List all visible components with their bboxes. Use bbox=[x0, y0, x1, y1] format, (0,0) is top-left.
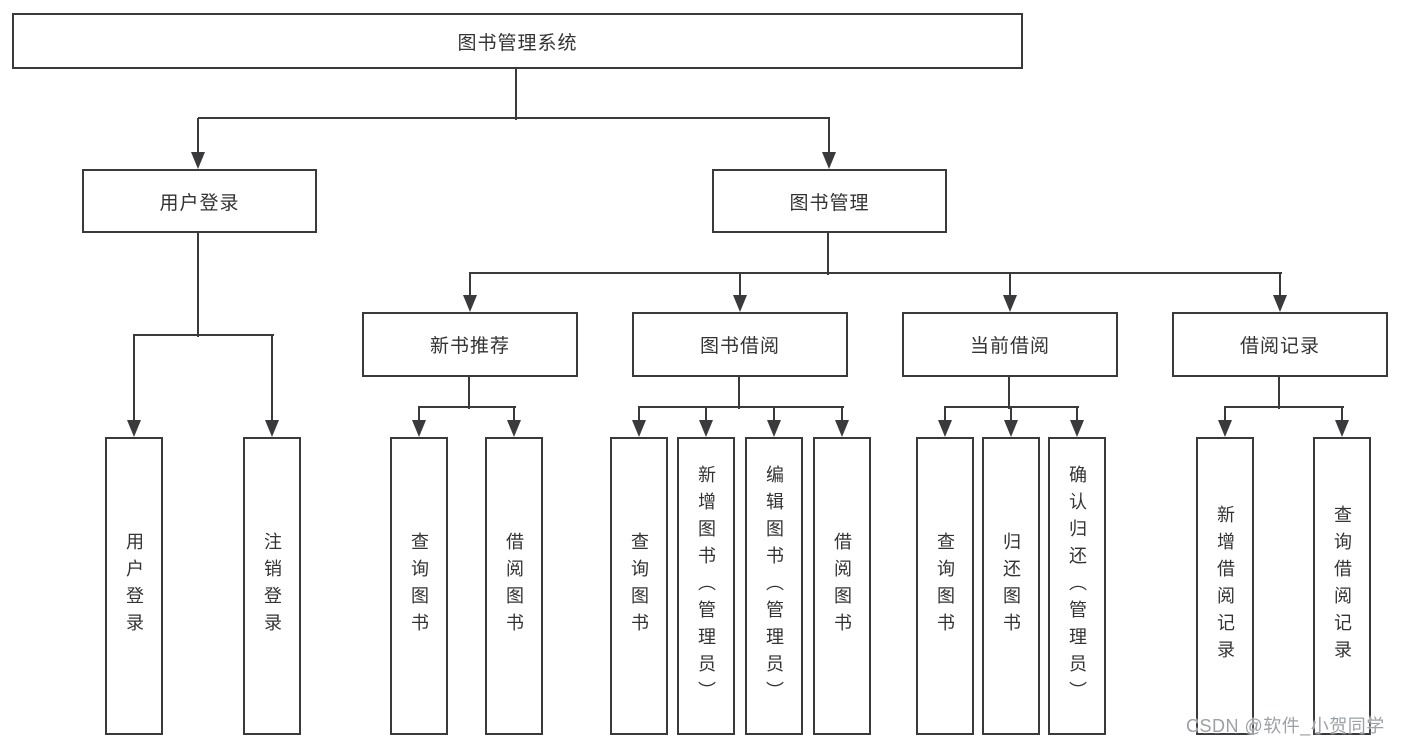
node-user-login: 用户登录 bbox=[82, 169, 317, 233]
leaf-query-borrow-record: 查询借阅记录 bbox=[1313, 437, 1371, 735]
connector-line-vertical bbox=[1278, 377, 1280, 409]
leaf-edit-books-admin: 编辑图书（管理员） bbox=[745, 437, 803, 735]
connector-line-vertical bbox=[1009, 273, 1011, 295]
leaf-return-books-label: 归还图书 bbox=[1001, 532, 1021, 640]
connector-line-vertical bbox=[705, 407, 707, 420]
leaf-add-books-admin-label: 新增图书（管理员） bbox=[696, 464, 716, 708]
connector-line-vertical bbox=[841, 407, 843, 420]
connector-line-vertical bbox=[418, 407, 420, 420]
leaf-user-login-label: 用户登录 bbox=[124, 532, 144, 640]
leaf-add-borrow-record-label: 新增借阅记录 bbox=[1215, 505, 1235, 667]
node-current-borrowing: 当前借阅 bbox=[902, 312, 1118, 377]
connector-line-vertical bbox=[271, 335, 273, 420]
arrow-down-icon bbox=[1273, 295, 1287, 312]
arrow-down-icon bbox=[938, 420, 952, 437]
leaf-edit-books-admin-label: 编辑图书（管理员） bbox=[764, 464, 784, 708]
connector-line-vertical bbox=[944, 407, 946, 420]
node-book-borrowing: 图书借阅 bbox=[632, 312, 848, 377]
arrow-down-icon bbox=[767, 420, 781, 437]
leaf-add-borrow-record: 新增借阅记录 bbox=[1196, 437, 1254, 735]
leaf-logout-label: 注销登录 bbox=[262, 532, 282, 640]
arrow-down-icon bbox=[822, 152, 836, 169]
connector-line-vertical bbox=[1008, 377, 1010, 409]
connector-line-vertical bbox=[1279, 273, 1281, 295]
node-borrowing-records: 借阅记录 bbox=[1172, 312, 1388, 377]
arrow-down-icon bbox=[463, 295, 477, 312]
connector-line-vertical bbox=[197, 118, 199, 152]
leaf-logout: 注销登录 bbox=[243, 437, 301, 735]
arrow-down-icon bbox=[733, 295, 747, 312]
arrow-down-icon bbox=[1070, 420, 1084, 437]
arrow-down-icon bbox=[265, 420, 279, 437]
connector-line-horizontal bbox=[1224, 406, 1344, 408]
leaf-confirm-return-admin-label: 确认归还（管理员） bbox=[1067, 464, 1087, 708]
connector-line-horizontal bbox=[418, 406, 516, 408]
arrow-down-icon bbox=[1003, 295, 1017, 312]
connector-line-horizontal bbox=[638, 406, 844, 408]
node-book-management: 图书管理 bbox=[712, 169, 947, 233]
connector-line-vertical bbox=[1341, 407, 1343, 420]
connector-line-vertical bbox=[515, 69, 517, 120]
arrow-down-icon bbox=[412, 420, 426, 437]
connector-line-vertical bbox=[773, 407, 775, 420]
leaf-query-books-current: 查询图书 bbox=[916, 437, 974, 735]
arrow-down-icon bbox=[632, 420, 646, 437]
connector-line-vertical bbox=[638, 407, 640, 420]
connector-line-vertical bbox=[739, 273, 741, 295]
connector-line-vertical bbox=[133, 335, 135, 420]
watermark: CSDN @软件_小贺同学 bbox=[1186, 716, 1385, 736]
connector-line-vertical bbox=[468, 377, 470, 409]
connector-line-vertical bbox=[1076, 407, 1078, 420]
arrow-down-icon bbox=[1335, 420, 1349, 437]
leaf-borrow-books: 借阅图书 bbox=[813, 437, 871, 735]
connector-line-vertical bbox=[828, 118, 830, 152]
leaf-borrow-books-recommend-label: 借阅图书 bbox=[504, 532, 524, 640]
connector-line-horizontal bbox=[133, 334, 274, 336]
connector-line-vertical bbox=[197, 233, 199, 337]
connector-line-vertical bbox=[1010, 407, 1012, 420]
leaf-add-books-admin: 新增图书（管理员） bbox=[677, 437, 735, 735]
node-new-book-recommend: 新书推荐 bbox=[362, 312, 578, 377]
leaf-confirm-return-admin: 确认归还（管理员） bbox=[1048, 437, 1106, 735]
arrow-down-icon bbox=[127, 420, 141, 437]
connector-line-vertical bbox=[1224, 407, 1226, 420]
leaf-query-books-recommend-label: 查询图书 bbox=[409, 532, 429, 640]
arrow-down-icon bbox=[1218, 420, 1232, 437]
connector-line-vertical bbox=[513, 407, 515, 420]
leaf-return-books: 归还图书 bbox=[982, 437, 1040, 735]
arrow-down-icon bbox=[1004, 420, 1018, 437]
connector-line-vertical bbox=[738, 377, 740, 409]
node-library-management-system: 图书管理系统 bbox=[12, 13, 1023, 69]
connector-line-horizontal bbox=[198, 117, 830, 119]
leaf-query-books-recommend: 查询图书 bbox=[390, 437, 448, 735]
connector-line-vertical bbox=[827, 233, 829, 275]
leaf-query-books-borrow: 查询图书 bbox=[610, 437, 668, 735]
connector-line-horizontal bbox=[469, 272, 1282, 274]
arrow-down-icon bbox=[191, 152, 205, 169]
connector-line-vertical bbox=[469, 273, 471, 295]
leaf-borrow-books-recommend: 借阅图书 bbox=[485, 437, 543, 735]
leaf-query-books-borrow-label: 查询图书 bbox=[629, 532, 649, 640]
leaf-user-login: 用户登录 bbox=[105, 437, 163, 735]
leaf-query-books-current-label: 查询图书 bbox=[935, 532, 955, 640]
leaf-query-borrow-record-label: 查询借阅记录 bbox=[1332, 505, 1352, 667]
arrow-down-icon bbox=[507, 420, 521, 437]
leaf-borrow-books-label: 借阅图书 bbox=[832, 532, 852, 640]
arrow-down-icon bbox=[835, 420, 849, 437]
arrow-down-icon bbox=[699, 420, 713, 437]
